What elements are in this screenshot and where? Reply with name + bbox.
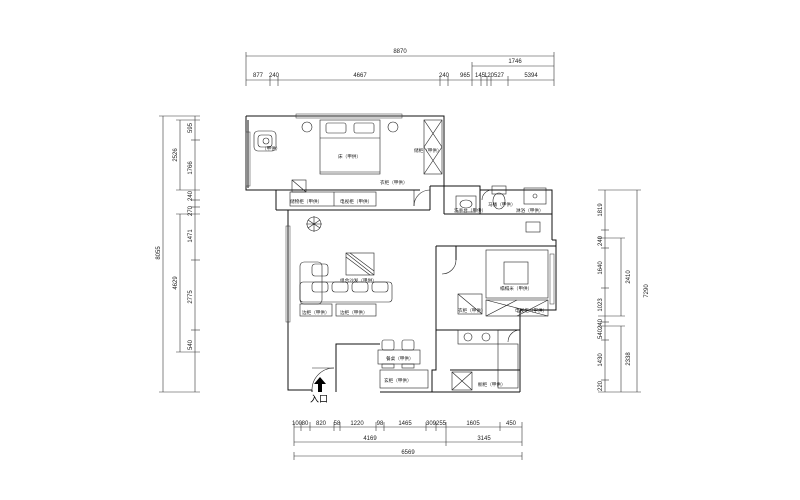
dim-bottom-sub-1: 4169 xyxy=(363,436,377,442)
dim-bottom-overall: 6569 xyxy=(401,450,415,456)
dim-right-b: 2338 xyxy=(626,352,632,366)
entry-label: 入口 xyxy=(310,394,328,405)
dim-bottom-7: 1465 xyxy=(398,421,412,427)
dim-right-seg-2: 240 xyxy=(598,235,604,246)
label-kitchen: 橱柜（甲供） xyxy=(478,381,506,388)
dim-bottom-11: 450 xyxy=(506,421,517,427)
dim-right-seg-7: 1430 xyxy=(598,353,604,367)
label-dining-table: 餐桌（甲供） xyxy=(386,355,414,362)
kitchen-icon xyxy=(451,329,519,391)
doors xyxy=(311,189,521,391)
dim-bottom-4: 58 xyxy=(334,421,341,427)
dim-top-5: 965 xyxy=(460,73,471,79)
dim-top-1: 877 xyxy=(253,73,264,79)
sofa-icon xyxy=(299,261,393,317)
dim-bottom-1: 100 xyxy=(292,421,303,427)
dim-right-seg-8: 220 xyxy=(598,380,604,391)
dim-bottom-5: 1220 xyxy=(350,421,364,427)
dim-right-seg-3: 1640 xyxy=(598,261,604,275)
dim-right-seg-5: 240 xyxy=(598,318,604,329)
label-shoe-cab: 玄柜（甲供） xyxy=(384,377,412,384)
label-sofa: 组合沙发（甲供） xyxy=(340,277,377,284)
dim-bottom-8: 309 xyxy=(426,421,437,427)
dim-bottom-10: 1605 xyxy=(466,421,480,427)
top-dimensions xyxy=(245,52,555,86)
dim-left-mid: 4629 xyxy=(173,276,179,290)
bathroom-fixtures xyxy=(455,185,547,233)
bed-icon xyxy=(301,119,399,175)
label-bed: 床（甲供） xyxy=(338,153,361,160)
dim-left-seg-1: 595 xyxy=(188,122,194,133)
dim-left-seg-6: 2775 xyxy=(188,290,194,304)
label-sink: 洗手台（甲供） xyxy=(454,207,486,214)
dim-left-seg-5: 1471 xyxy=(188,229,194,243)
dim-right-overall: 7290 xyxy=(644,284,650,298)
dim-top-6: 145 xyxy=(475,73,486,79)
dim-top-4: 240 xyxy=(439,73,450,79)
armchair-icon xyxy=(253,130,277,152)
label-closet-top: 储柜（甲供） xyxy=(414,147,442,154)
dim-left-overall: 8055 xyxy=(156,246,162,260)
dim-top-2: 240 xyxy=(269,73,280,79)
bottom-dimensions xyxy=(293,422,523,460)
dim-top-7: 120 xyxy=(484,73,495,79)
dim-bottom-2: 80 xyxy=(302,421,309,427)
tatami-icon xyxy=(457,249,549,317)
dim-right-a: 2410 xyxy=(626,270,632,284)
closet-icon xyxy=(423,119,443,175)
label-shower: 淋浴（甲供） xyxy=(516,207,544,214)
window-top-bed xyxy=(245,113,555,323)
label-bedroom-cab-left: 储物柜（甲供） xyxy=(290,198,322,205)
dim-right-seg-6: 540 xyxy=(598,328,604,339)
dim-left-seg-4: 270 xyxy=(188,205,194,216)
label-tv-cab: 电视柜（甲供） xyxy=(340,198,372,205)
entry-arrow-icon xyxy=(314,377,326,392)
dim-left-top: 2526 xyxy=(173,148,179,162)
dim-top-overall: 8870 xyxy=(393,49,407,55)
label-side-cab-left: 边柜（甲供） xyxy=(302,309,330,316)
bedroom-cabinets xyxy=(289,179,377,207)
label-tatami: 榻榻米（甲供） xyxy=(500,285,532,292)
walls xyxy=(245,115,557,393)
dim-bottom-3: 820 xyxy=(316,421,327,427)
label-tatami-cab: 衣柜（甲供） xyxy=(458,307,486,314)
dining-table-icon xyxy=(377,339,429,389)
dim-left-seg-7: 540 xyxy=(188,339,194,350)
label-wardrobe-small: 衣柜（甲供） xyxy=(380,179,408,186)
dim-top-9: 5394 xyxy=(524,73,538,79)
dim-left-seg-2: 1766 xyxy=(188,161,194,175)
dim-top-8: 527 xyxy=(494,73,505,79)
label-side-cab-right: 边柜（甲供） xyxy=(340,309,368,316)
plant-icon xyxy=(306,216,322,232)
dim-bottom-9: 255 xyxy=(436,421,447,427)
dim-top-3: 4667 xyxy=(353,73,367,79)
dim-bottom-sub-2: 3145 xyxy=(477,436,491,442)
dim-top-sub: 1746 xyxy=(508,59,522,65)
label-toilet: 马桶（甲供） xyxy=(488,201,516,208)
dim-right-seg-4: 1023 xyxy=(598,298,604,312)
dim-bottom-6: 98 xyxy=(377,421,384,427)
dim-left-seg-3: 240 xyxy=(188,190,194,201)
label-desk: 电视柜（甲供） xyxy=(515,307,547,314)
left-dimensions xyxy=(159,115,200,393)
label-chair: （甲供） xyxy=(262,145,280,152)
tv-icon xyxy=(345,252,375,276)
dim-right-seg-1: 1819 xyxy=(598,203,604,217)
right-dimensions xyxy=(598,189,641,393)
